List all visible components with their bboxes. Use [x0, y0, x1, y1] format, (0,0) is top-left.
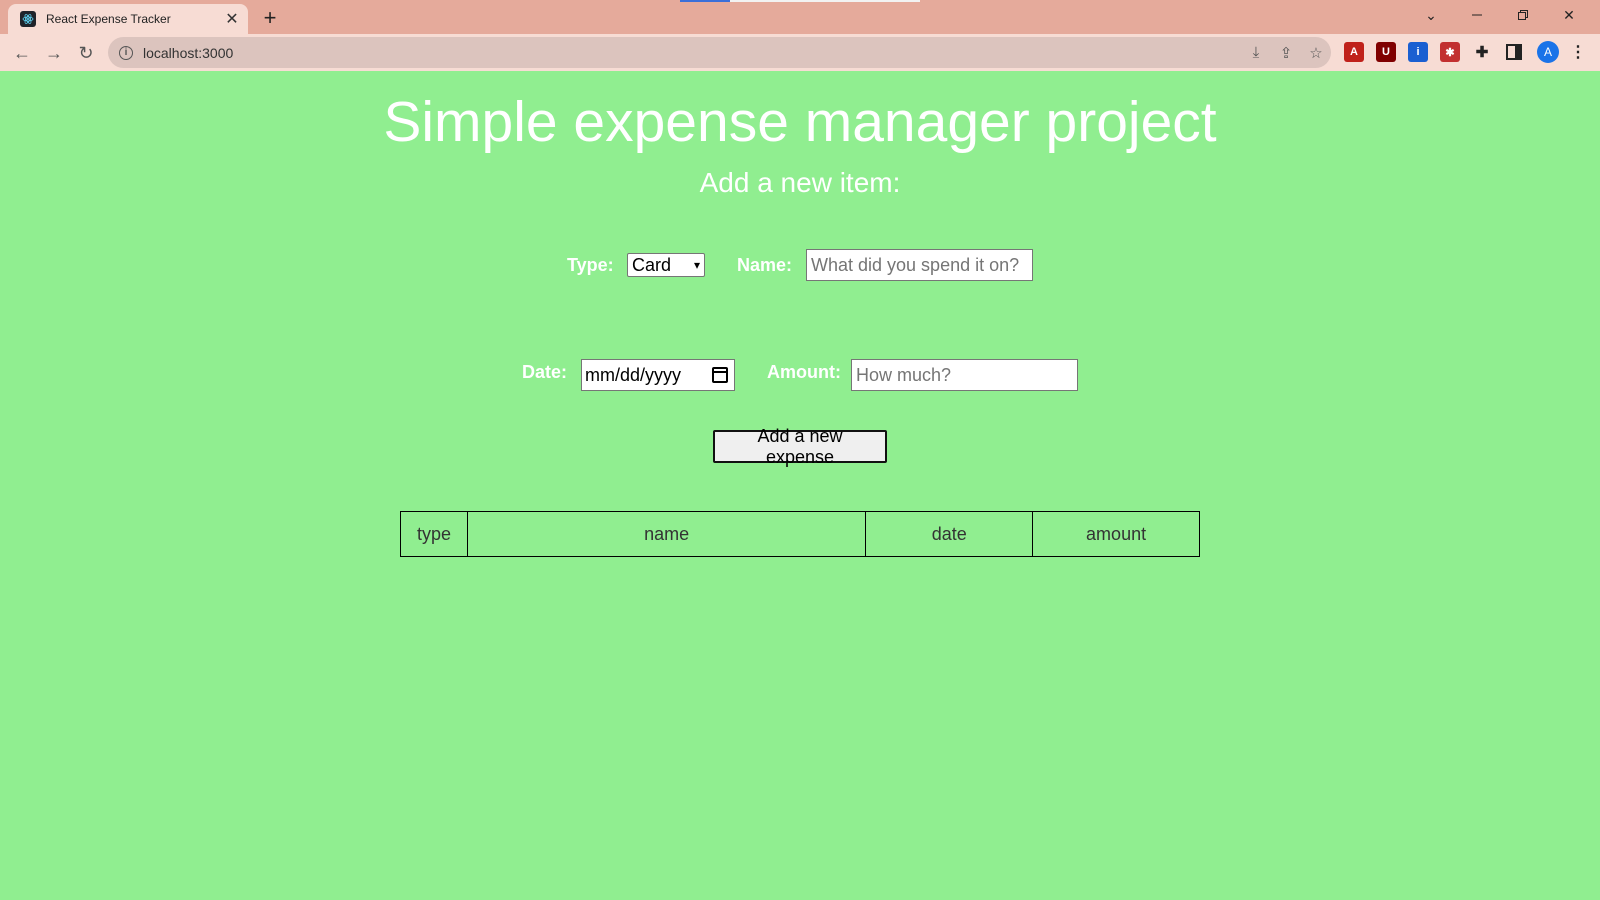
type-select[interactable]: Card ▾ — [627, 253, 705, 277]
bookmark-star-icon[interactable]: ☆ — [1309, 44, 1323, 62]
page-title: Simple expense manager project — [383, 90, 1217, 154]
app-page: Simple expense manager project Add a new… — [0, 71, 1600, 900]
name-label: Name: — [737, 255, 793, 275]
forward-arrow-icon[interactable]: → — [45, 42, 63, 63]
info-extension-icon[interactable]: i — [1408, 42, 1428, 62]
tab-close-icon[interactable]: ✕ — [225, 11, 239, 28]
tab-search-icon[interactable]: ⌄ — [1425, 6, 1437, 23]
minimize-icon[interactable] — [1454, 0, 1500, 30]
column-header-amount: amount — [1032, 511, 1200, 557]
browser-toolbar: ← → ↻ i localhost:3000 ⤓ ⇪ ☆ A U i ✱ ✚ A… — [0, 34, 1600, 71]
browser-tab[interactable]: React Expense Tracker ✕ — [8, 4, 248, 34]
name-input[interactable] — [806, 249, 1033, 281]
install-app-icon[interactable]: ⤓ — [1252, 44, 1260, 61]
amount-input[interactable] — [851, 359, 1078, 391]
date-placeholder: mm/dd/yyyy — [585, 364, 682, 385]
browser-chrome: React Expense Tracker ✕ + ⌄ ✕ ← → ↻ i lo… — [0, 0, 1600, 71]
red-extension-icon[interactable]: ✱ — [1440, 42, 1460, 62]
react-favicon-icon — [20, 11, 36, 27]
back-arrow-icon[interactable]: ← — [13, 42, 31, 63]
column-header-type: type — [400, 511, 468, 557]
extensions-puzzle-icon[interactable]: ✚ — [1475, 44, 1489, 61]
restore-icon[interactable] — [1500, 0, 1546, 30]
date-input[interactable]: mm/dd/yyyy — [581, 359, 735, 391]
profile-avatar[interactable]: A — [1537, 41, 1559, 63]
url-text: localhost:3000 — [143, 44, 234, 61]
type-label: Type: — [567, 255, 614, 275]
add-expense-button[interactable]: Add a new expense — [713, 426, 887, 467]
tab-title: React Expense Tracker — [46, 12, 171, 26]
close-window-icon[interactable]: ✕ — [1563, 6, 1575, 23]
table-header-row: type name date amount — [400, 511, 1200, 557]
page-subtitle: Add a new item: — [699, 167, 901, 198]
column-header-date: date — [865, 511, 1034, 557]
amount-label: Amount: — [767, 362, 841, 382]
tab-loading-bar — [680, 0, 920, 2]
reload-icon[interactable]: ↻ — [78, 42, 94, 63]
ublock-icon[interactable]: U — [1376, 42, 1396, 62]
type-select-value: Card — [632, 254, 672, 275]
new-tab-icon[interactable]: + — [263, 5, 277, 30]
column-header-name: name — [466, 511, 867, 557]
side-panel-icon[interactable] — [1504, 42, 1524, 62]
share-icon[interactable]: ⇪ — [1279, 44, 1293, 62]
expense-table: type name date amount — [400, 511, 1200, 557]
chevron-down-icon: ▾ — [693, 258, 700, 272]
calendar-icon[interactable] — [712, 367, 728, 383]
date-label: Date: — [522, 362, 568, 382]
browser-menu-icon[interactable]: ⋮ — [1570, 44, 1586, 61]
tab-strip: React Expense Tracker ✕ + ⌄ ✕ — [0, 0, 1600, 34]
site-info-icon[interactable]: i — [119, 45, 133, 60]
pdf-extension-icon[interactable]: A — [1344, 42, 1364, 62]
address-bar[interactable]: i localhost:3000 ⤓ ⇪ ☆ — [108, 37, 1331, 68]
